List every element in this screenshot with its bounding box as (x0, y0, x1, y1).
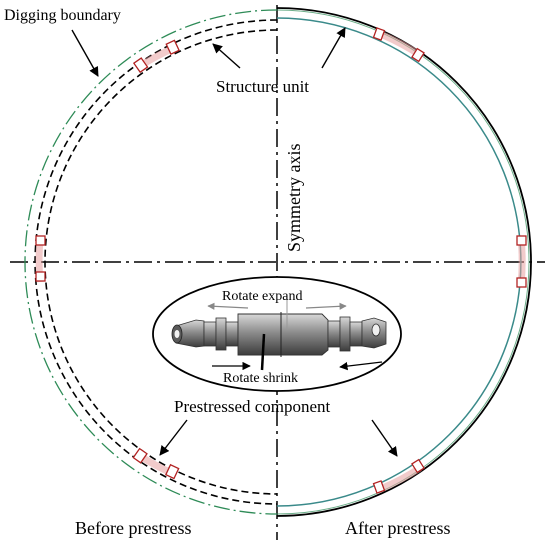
structure-before-inner-arc (44, 29, 278, 495)
after-prestress-label: After prestress (345, 518, 450, 538)
joint-box (516, 277, 527, 288)
joint-box (164, 463, 180, 480)
structure-before-outer-arc (34, 19, 278, 505)
joint-box (411, 458, 425, 474)
prestressed-component-label: Prestressed component (174, 397, 331, 416)
rotate-expand-arrow-left (207, 302, 249, 310)
prestressed-arrow-left (159, 419, 188, 456)
digging-boundary-arrow (71, 29, 99, 77)
structure-unit-arrow-right (321, 27, 346, 69)
rotate-shrink-arrow-right (339, 361, 383, 371)
joint-box (516, 235, 527, 246)
prestressed-zones-left (35, 44, 176, 478)
prestress-bolt-image (171, 300, 387, 371)
rotate-expand-label: Rotate expand (222, 289, 302, 304)
joint-box (372, 27, 386, 41)
before-prestress-label: Before prestress (75, 518, 191, 538)
structure-unit-arrow-left (212, 43, 241, 69)
joint-box (35, 271, 46, 282)
structure-unit-label: Structure unit (216, 77, 309, 96)
joint-box (411, 47, 425, 63)
joint-box (132, 57, 149, 74)
symmetry-axis-label: Symmetry axis (284, 144, 304, 253)
joint-box (132, 447, 148, 464)
rotate-expand-arrow-right (305, 302, 347, 310)
joint-boxes (35, 27, 527, 494)
rotate-shrink-label: Rotate shrink (223, 371, 298, 386)
digging-boundary-left-arc (24, 9, 278, 515)
joint-box (165, 39, 180, 55)
joint-box (372, 480, 386, 494)
digging-boundary-label: Digging boundary (4, 7, 121, 24)
prestressed-arrow-right (371, 419, 398, 457)
joint-box (35, 235, 46, 246)
